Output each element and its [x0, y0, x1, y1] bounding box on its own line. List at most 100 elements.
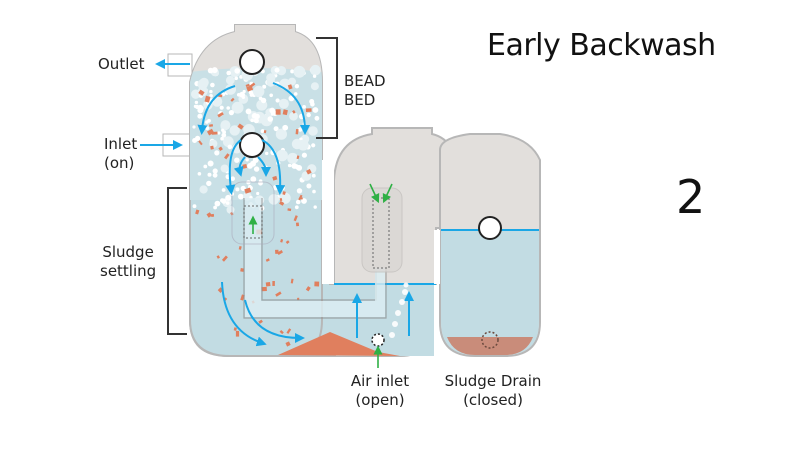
- sludge-fleck: [218, 146, 223, 152]
- sludge-fleck: [285, 341, 291, 347]
- sludge-fleck: [237, 123, 244, 130]
- sludge-fleck: [211, 213, 215, 217]
- settling-arrow-icon: [221, 281, 267, 347]
- bead: [282, 124, 289, 131]
- bead: [225, 75, 235, 85]
- sludge-fleck: [209, 124, 214, 127]
- bead: [220, 136, 224, 141]
- right-tank: [439, 133, 541, 357]
- sludge-fleck: [286, 328, 292, 334]
- bead: [194, 100, 199, 105]
- sludge-settling-label: Sludge settling: [100, 243, 156, 281]
- sludge-drain-label: Sludge Drain (closed): [440, 372, 546, 410]
- top-float-ball: [239, 49, 265, 75]
- sludge-fleck: [198, 140, 203, 146]
- bead: [221, 128, 225, 132]
- bead: [276, 66, 287, 76]
- sludge-fleck: [233, 327, 237, 331]
- bead: [192, 204, 197, 209]
- air-inlet-label-line2: (open): [355, 391, 405, 409]
- bead: [217, 131, 221, 135]
- sludge-fleck: [261, 286, 267, 292]
- sludge-fleck: [238, 245, 242, 250]
- sludge-fleck: [235, 330, 240, 337]
- bead: [289, 111, 298, 121]
- bead: [226, 106, 230, 110]
- page-title: Early Backwash: [487, 28, 716, 63]
- bead-bed-label-line2: BED: [344, 91, 376, 109]
- sludge-fleck: [240, 268, 245, 272]
- bead: [213, 205, 218, 210]
- bead: [248, 184, 252, 189]
- bead: [192, 125, 196, 129]
- sludge-fleck: [275, 109, 281, 115]
- sludge-fleck: [296, 155, 300, 160]
- bead: [220, 198, 225, 203]
- bead: [279, 192, 291, 204]
- sludge-fleck: [263, 130, 267, 134]
- bead: [276, 149, 288, 162]
- sludge-fleck: [272, 281, 275, 286]
- bead: [273, 126, 279, 132]
- bead-bed-label: BEAD BED: [344, 72, 386, 110]
- bead: [220, 164, 229, 173]
- sludge-fleck: [210, 145, 214, 150]
- bead: [229, 125, 240, 136]
- sludge-fleck: [295, 129, 299, 135]
- bead: [260, 129, 265, 134]
- sludge-fleck: [290, 278, 294, 284]
- bead: [207, 67, 214, 74]
- right-float-ball: [478, 216, 502, 240]
- bead: [310, 64, 321, 76]
- bead: [222, 136, 234, 148]
- bead: [209, 139, 218, 148]
- bead: [266, 77, 276, 87]
- bead: [226, 70, 231, 76]
- sludge-settling-label-line1: Sludge: [102, 243, 154, 261]
- air-inlet-label: Air inlet (open): [345, 372, 415, 410]
- sludge-fleck: [279, 200, 285, 206]
- sludge-fleck: [305, 286, 311, 292]
- sludge-fleck: [279, 330, 284, 335]
- bead: [219, 105, 224, 110]
- bead: [237, 193, 244, 200]
- transfer-pipe: [231, 181, 403, 319]
- circulation-arrow-icon: [261, 139, 286, 195]
- bead: [245, 108, 252, 115]
- mid-float-ball: [239, 132, 265, 158]
- bead: [312, 107, 319, 113]
- bead: [308, 126, 318, 136]
- bead: [267, 116, 274, 122]
- sludge-fleck: [244, 187, 252, 194]
- sludge-fleck: [287, 208, 292, 212]
- bead: [293, 92, 298, 96]
- sludge-pile: [278, 332, 400, 356]
- bead: [262, 84, 267, 89]
- sludge-fleck: [305, 108, 312, 112]
- circulation-arrow-icon: [197, 85, 236, 135]
- bead: [311, 173, 316, 178]
- sludge-fleck: [280, 238, 284, 243]
- bead: [228, 110, 234, 116]
- bead: [209, 89, 213, 94]
- bead: [250, 118, 254, 123]
- bead: [234, 68, 240, 74]
- bead: [260, 97, 267, 104]
- bead: [205, 120, 209, 124]
- bead: [234, 76, 238, 81]
- sludge-fleck: [272, 175, 278, 181]
- air-bubbles: [389, 282, 409, 338]
- bead: [294, 84, 300, 89]
- air-inlet-label-line1: Air inlet: [350, 372, 410, 390]
- bead: [214, 200, 221, 207]
- sludge-fleck: [195, 209, 200, 215]
- bead: [250, 176, 257, 183]
- sludge-fleck: [275, 291, 282, 297]
- bead: [312, 189, 316, 194]
- bead: [301, 198, 307, 204]
- inlet-label: Inlet (on): [104, 135, 137, 173]
- bead: [256, 191, 260, 196]
- bead: [193, 104, 197, 108]
- bead: [293, 65, 306, 78]
